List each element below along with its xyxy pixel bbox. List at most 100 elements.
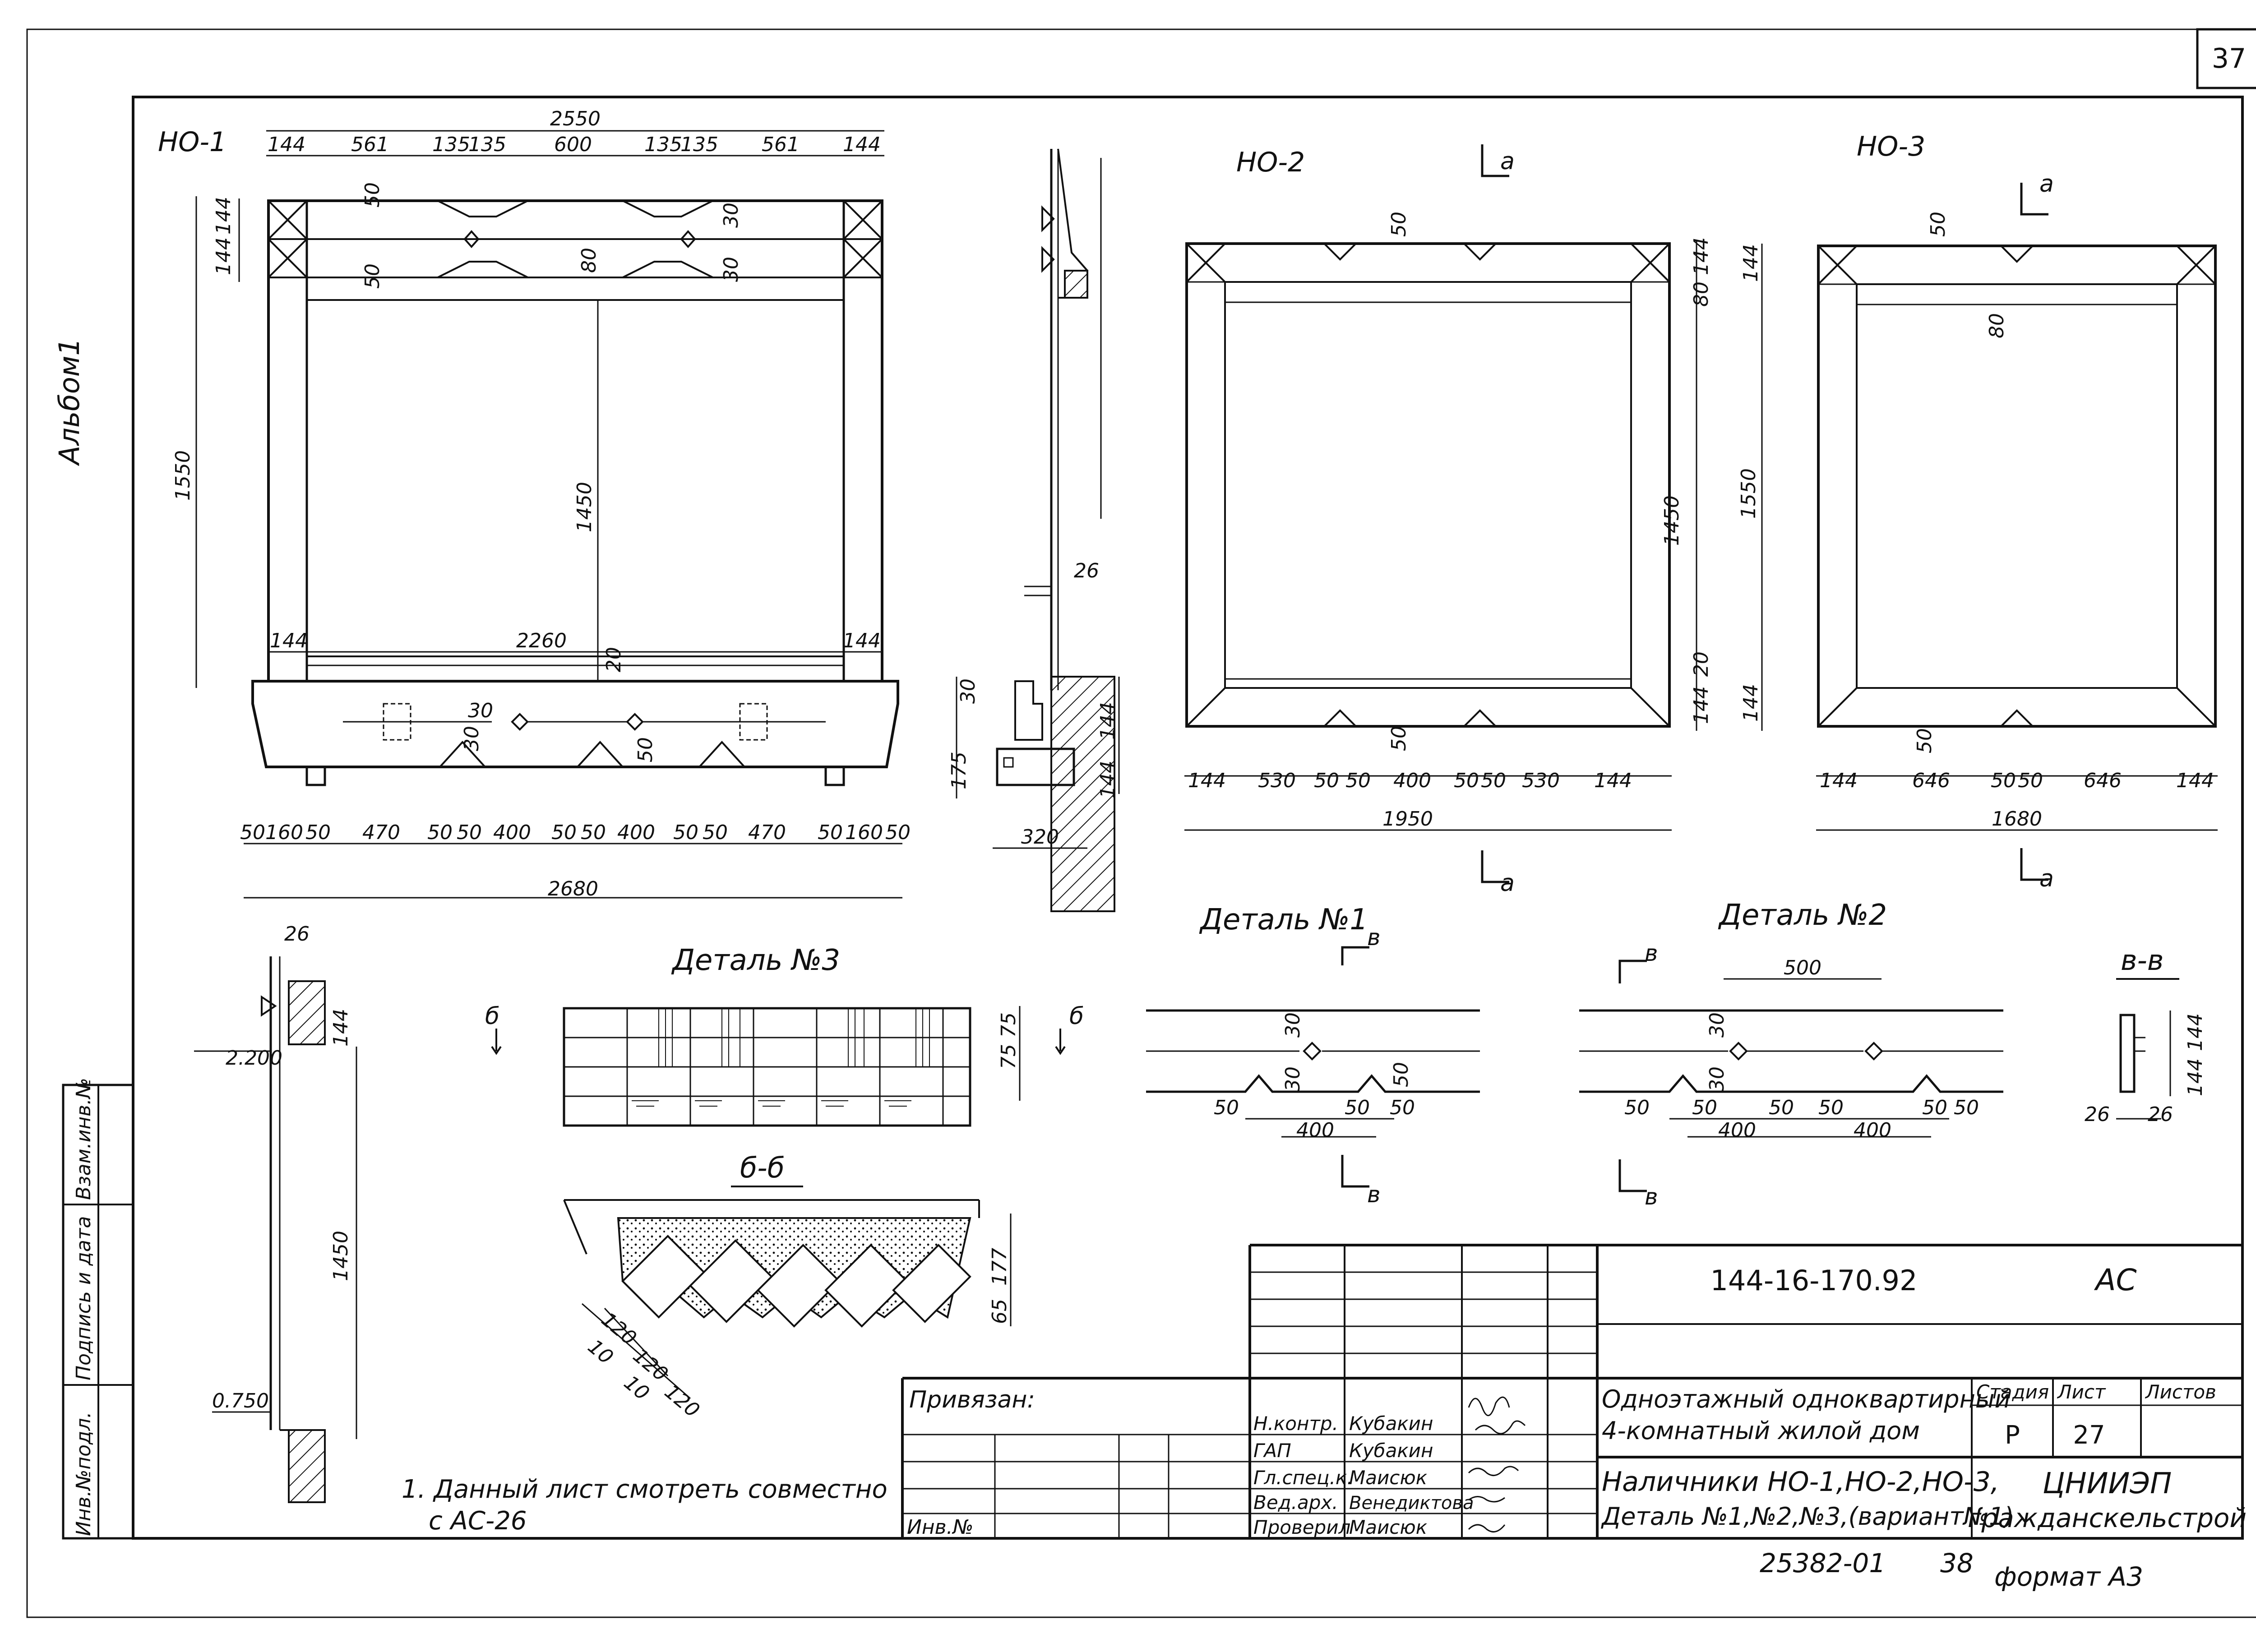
detail2-dim-50d: 50 <box>1818 1096 1844 1119</box>
detail3-dim-75a: 75 <box>997 1044 1020 1069</box>
ho1-seg-9: 144 <box>843 133 881 156</box>
ho3-cut-a-top: а <box>2039 171 2054 198</box>
detail-3: Деталь №3 <box>491 944 1066 1127</box>
stamp-inv-podl: Инв.№подл. <box>72 1412 95 1536</box>
ho1-inner-height: 1450 <box>573 482 596 532</box>
ho3-seg-3: 50 <box>1991 769 2016 792</box>
album-label: Альбом1 <box>53 338 86 466</box>
detail-2: Деталь №2 <box>1579 899 2003 1192</box>
detail1-dim-50a: 50 <box>1214 1096 1239 1119</box>
ho2-seg-8: 530 <box>1522 769 1560 792</box>
detail1-dim-30a: 30 <box>1281 1012 1304 1038</box>
section-vv: в-в <box>2116 944 2179 1120</box>
sill-seg-1: 50 <box>240 821 265 844</box>
detail2-cut-v-top: в <box>1645 940 1658 966</box>
stage-header: Стадия <box>1976 1381 2049 1403</box>
sheet-frame <box>26 28 2256 1618</box>
ho2-elevation: НО-2 <box>1184 144 1697 883</box>
project-line2: 4-комнатный жилой дом <box>1602 1417 1920 1445</box>
detail1-dim-50b: 50 <box>1345 1096 1370 1119</box>
ho1-left-144b: 144 <box>212 237 235 275</box>
ho3-seg-4: 50 <box>2018 769 2043 792</box>
section-dim-320: 320 <box>1021 826 1059 849</box>
format-label: формат А3 <box>1994 1561 2143 1592</box>
ho2-right-1450: 1450 <box>1660 495 1683 546</box>
ho2-right-144a: 144 <box>1690 237 1713 275</box>
ho2-seg-6: 50 <box>1454 769 1479 792</box>
role-1: Н.контр. <box>1253 1412 1338 1435</box>
ho1-dim-80: 80 <box>578 248 601 273</box>
section-vv-144a: 144 <box>2184 1013 2207 1051</box>
sill-total: 2680 <box>548 877 598 900</box>
ho3-elevation: НО-3 <box>1761 131 2218 881</box>
ho1-dim-30c: 30 <box>468 699 493 722</box>
sill-seg-4: 470 <box>362 821 400 844</box>
ho1-height: 1550 <box>171 450 194 501</box>
ho2-dim-50-top: 50 <box>1387 212 1410 237</box>
name-1: Кубакин <box>1349 1412 1433 1435</box>
sheet-title1: Наличники НО-1,НО-2,НО-3, <box>1602 1466 1999 1498</box>
detail2-dim-50f: 50 <box>1954 1096 1979 1119</box>
ho2-seg-3: 50 <box>1314 769 1339 792</box>
sill-seg-6: 50 <box>457 821 482 844</box>
doc-code: 144-16-170.92 <box>1710 1264 1918 1297</box>
sill-seg-11: 50 <box>673 821 698 844</box>
binding-label: Привязан: <box>909 1386 1035 1413</box>
section-dim-26: 26 <box>1074 559 1099 582</box>
ho2-cut-a-top: а <box>1500 148 1515 175</box>
sill-seg-13: 470 <box>748 821 786 844</box>
org-line2: гражданскельстрой <box>1968 1503 2247 1533</box>
detail1-title: Деталь №1 <box>1199 903 1368 937</box>
project-line1: Одноэтажный одноквартирный <box>1602 1385 2011 1413</box>
section-dim-144b: 144 <box>1096 761 1119 798</box>
detail2-dim-500: 500 <box>1784 956 1821 979</box>
role-3: Гл.спец.к. <box>1253 1467 1353 1489</box>
doc-mark: АС <box>2094 1263 2136 1297</box>
ho2-bottom-dims: 144 530 50 50 400 50 50 530 144 1950 <box>1188 769 1632 831</box>
note-line1: 1. Данный лист смотреть совместно <box>402 1475 888 1504</box>
section-dim-175: 175 <box>948 752 971 789</box>
sill-seg-16: 50 <box>885 821 911 844</box>
ho3-left-144b: 144 <box>1739 684 1762 722</box>
detail1-dim-50d: 50 <box>1390 1062 1413 1087</box>
sill-seg-12: 50 <box>703 821 728 844</box>
detail2-dim-400a: 400 <box>1718 1119 1756 1142</box>
sill-seg-7: 400 <box>493 821 531 844</box>
ho1-dim-50a: 50 <box>361 182 384 208</box>
sill-seg-2: 160 <box>265 821 303 844</box>
ho1-total: 2550 <box>550 107 601 130</box>
ho1-left-144a: 144 <box>212 197 235 235</box>
section-vv-title: в-в <box>2121 944 2164 977</box>
detail1-dim-30b: 30 <box>1281 1066 1304 1092</box>
ho1-dim-30b: 30 <box>720 257 743 282</box>
ho3-cut-a-bottom: а <box>2039 865 2054 892</box>
name-2: Кубакин <box>1349 1440 1433 1462</box>
ho1-seg-2: 561 <box>351 133 389 156</box>
ho1-dim-50b: 50 <box>361 263 384 289</box>
ho1-dim-30d: 30 <box>460 726 483 751</box>
ho2-total: 1950 <box>1382 808 1433 831</box>
ho3-bottom-dims: 144 646 50 50 646 144 1680 <box>1820 769 2214 831</box>
detail2-dim-50b: 50 <box>1692 1096 1717 1119</box>
stamp-podpis-data: Подпись и дата <box>72 1216 95 1380</box>
section-bb-120c: 120 <box>660 1380 704 1422</box>
ho1-seg-8: 561 <box>762 133 800 156</box>
section-vertical <box>956 148 1120 912</box>
ho2-seg-5: 400 <box>1393 769 1431 792</box>
detail2-dim-50c: 50 <box>1769 1096 1794 1119</box>
ho3-label: НО-3 <box>1857 131 1925 162</box>
ho1-label: НО-1 <box>158 126 227 158</box>
detail2-dim-50a: 50 <box>1624 1096 1650 1119</box>
detail2-dim-400b: 400 <box>1854 1119 1891 1142</box>
ho2-right-80: 80 <box>1690 281 1713 307</box>
section-vv-144b: 144 <box>2184 1058 2207 1096</box>
ho1-elevation: НО-1 <box>158 126 902 899</box>
detail2-dim-30a: 30 <box>1706 1012 1729 1038</box>
section-vv-26a: 26 <box>2085 1103 2110 1126</box>
sheet-header: Лист <box>2057 1381 2106 1403</box>
sill-seg-5: 50 <box>427 821 453 844</box>
detail3-cut-b-left: б <box>485 1003 499 1030</box>
inv-no-label: Инв.№ <box>907 1516 973 1539</box>
ho1-inner-width: 2260 <box>516 629 567 652</box>
